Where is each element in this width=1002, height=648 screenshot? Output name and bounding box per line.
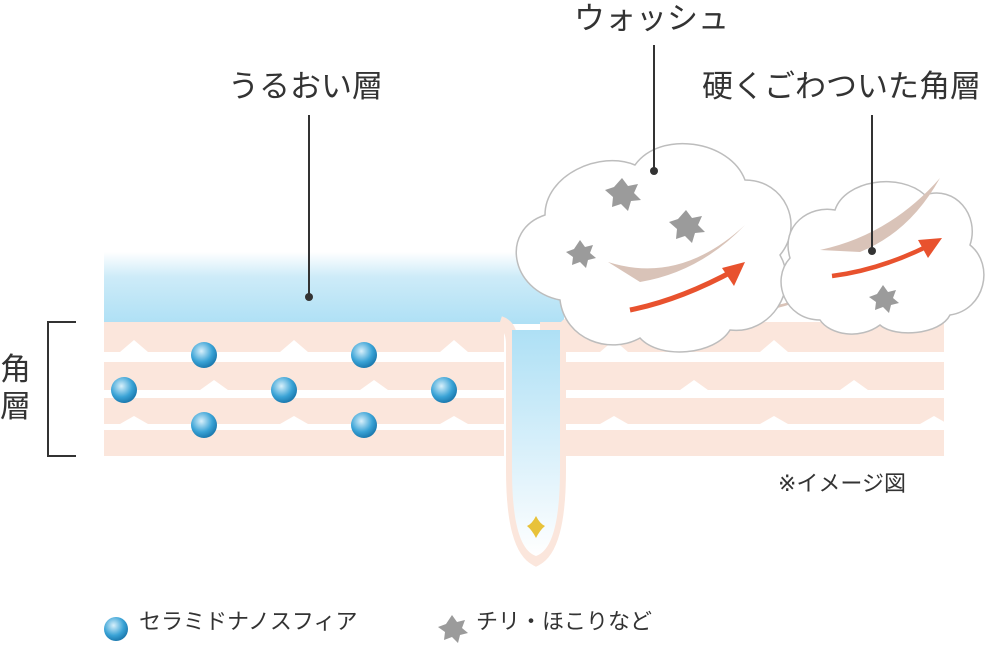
ceramide-sphere xyxy=(191,342,217,368)
moisture-layer-label: うるおい層 xyxy=(228,72,383,103)
ceramide-sphere xyxy=(111,377,137,403)
foam-cloud-hard xyxy=(781,178,984,334)
hard-stratum-label: 硬くごわついた角層 xyxy=(702,72,981,103)
ceramide-sphere xyxy=(431,377,457,403)
stratum-bracket xyxy=(48,322,76,456)
image-note: ※イメージ図 xyxy=(778,474,906,496)
wash-label: ウォッシュ xyxy=(574,4,729,35)
legend-item-dust: チリ・ほこりなど xyxy=(438,612,652,634)
ceramide-sphere xyxy=(351,412,377,438)
ceramide-sphere xyxy=(351,342,377,368)
stratum-corneum-label: 角層 xyxy=(0,352,32,426)
legend-text: チリ・ほこりなど xyxy=(476,612,652,634)
legend-item-ceramide: セラミドナノスフィア xyxy=(103,612,357,634)
moisture-layer xyxy=(104,252,564,324)
ceramide-sphere xyxy=(191,412,217,438)
legend-text: セラミドナノスフィア xyxy=(139,612,357,634)
ceramide-sphere xyxy=(271,377,297,403)
